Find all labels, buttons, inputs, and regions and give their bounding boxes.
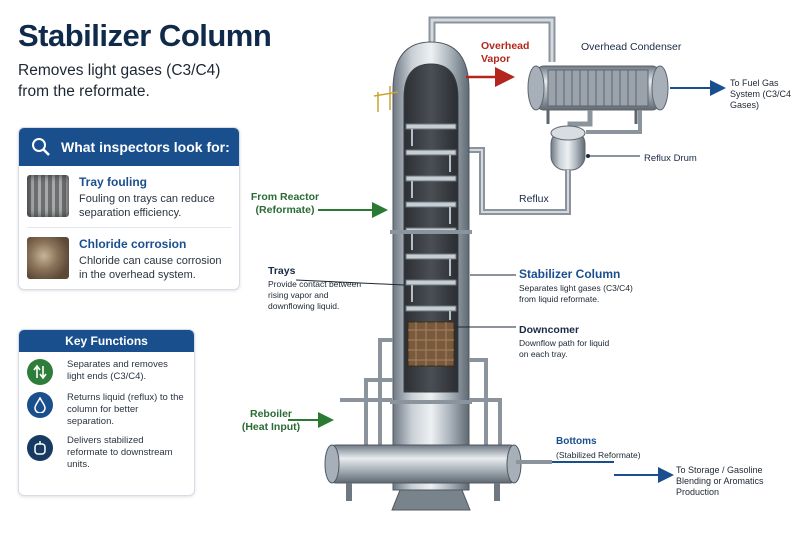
reflux-drum-label: Reflux Drum — [644, 153, 697, 164]
page-title: Stabilizer Column — [18, 18, 272, 53]
bottoms-callout: Bottoms (Stabilized Reformate) — [556, 436, 656, 461]
key-functions-header: Key Functions — [19, 330, 194, 352]
inspectors-card: What inspectors look for: Tray fouling F… — [18, 127, 240, 290]
key-functions-heading: Key Functions — [65, 334, 148, 348]
downcomer-text: Downflow path for liquid on each tray. — [519, 338, 610, 359]
downcomer-title: Downcomer — [519, 324, 580, 336]
key-function-item: Separates and removes light ends (C3/C4)… — [19, 352, 194, 385]
fuel-gas-label: To Fuel Gas System (C3/C4 Gases) — [730, 78, 792, 110]
inspector-item-title: Chloride corrosion — [79, 237, 187, 251]
overhead-vapor-line — [428, 16, 556, 62]
reboiler-label: Reboiler (Heat Input) — [241, 408, 301, 433]
inspectors-card-header: What inspectors look for: — [19, 128, 239, 166]
tray-fouling-image — [27, 175, 69, 217]
bottoms-subtitle: (Stabilized Reformate) — [556, 450, 641, 460]
inspectors-heading: What inspectors look for: — [61, 139, 230, 155]
droplet-icon — [27, 392, 53, 418]
overhead-vapor-label: Overhead Vapor — [481, 40, 530, 65]
bottoms-title: Bottoms — [556, 436, 597, 447]
storage-label: To Storage / Gasoline Blending or Aromat… — [676, 465, 764, 497]
divider — [27, 227, 231, 228]
inspector-item-chloride-corrosion: Chloride corrosion Chloride can cause co… — [19, 228, 239, 282]
stabilizer-text: Separates light gases (C3/C4) from liqui… — [519, 283, 633, 304]
from-reactor-label: From Reactor (Reformate) — [250, 191, 320, 216]
key-function-text: Delivers stabilized reformate to downstr… — [67, 435, 173, 470]
search-icon — [32, 138, 50, 156]
reflux-line — [468, 147, 571, 215]
stabilizer-column — [373, 41, 472, 511]
trays-callout: Trays Provide contact between rising vap… — [268, 265, 372, 312]
trays-text: Provide contact between rising vapor and… — [268, 279, 362, 311]
inspector-item-text: Fouling on trays can reduce separation e… — [79, 193, 215, 219]
inspector-item-title: Tray fouling — [79, 175, 148, 189]
reflux-label: Reflux — [519, 193, 549, 205]
key-functions-card: Key Functions Separates and removes ligh… — [18, 329, 195, 496]
key-function-text: Separates and removes light ends (C3/C4)… — [67, 359, 168, 382]
stabilizer-callout: Stabilizer Column Separates light gases … — [519, 268, 639, 305]
up-down-arrows-icon — [27, 359, 53, 385]
overhead-condenser — [527, 65, 669, 124]
stabilizer-title: Stabilizer Column — [519, 267, 621, 281]
downcomer-callout: Downcomer Downflow path for liquid on ea… — [519, 324, 619, 360]
chloride-corrosion-image — [27, 237, 69, 279]
key-function-item: Returns liquid (reflux) to the column fo… — [19, 385, 194, 428]
overhead-condenser-label: Overhead Condenser — [581, 41, 682, 53]
tank-icon — [27, 435, 53, 461]
key-function-text: Returns liquid (reflux) to the column fo… — [67, 392, 184, 427]
reflux-drum — [550, 125, 586, 171]
page-subtitle: Removes light gases (C3/C4) from the ref… — [18, 62, 221, 100]
key-function-item: Delivers stabilized reformate to downstr… — [19, 428, 194, 471]
reboiler — [324, 444, 522, 501]
inspector-item-tray-fouling: Tray fouling Fouling on trays can reduce… — [19, 166, 239, 220]
trays-title: Trays — [268, 265, 296, 277]
side-piping — [340, 338, 502, 455]
inspector-item-text: Chloride can cause corrosion in the over… — [79, 255, 222, 281]
